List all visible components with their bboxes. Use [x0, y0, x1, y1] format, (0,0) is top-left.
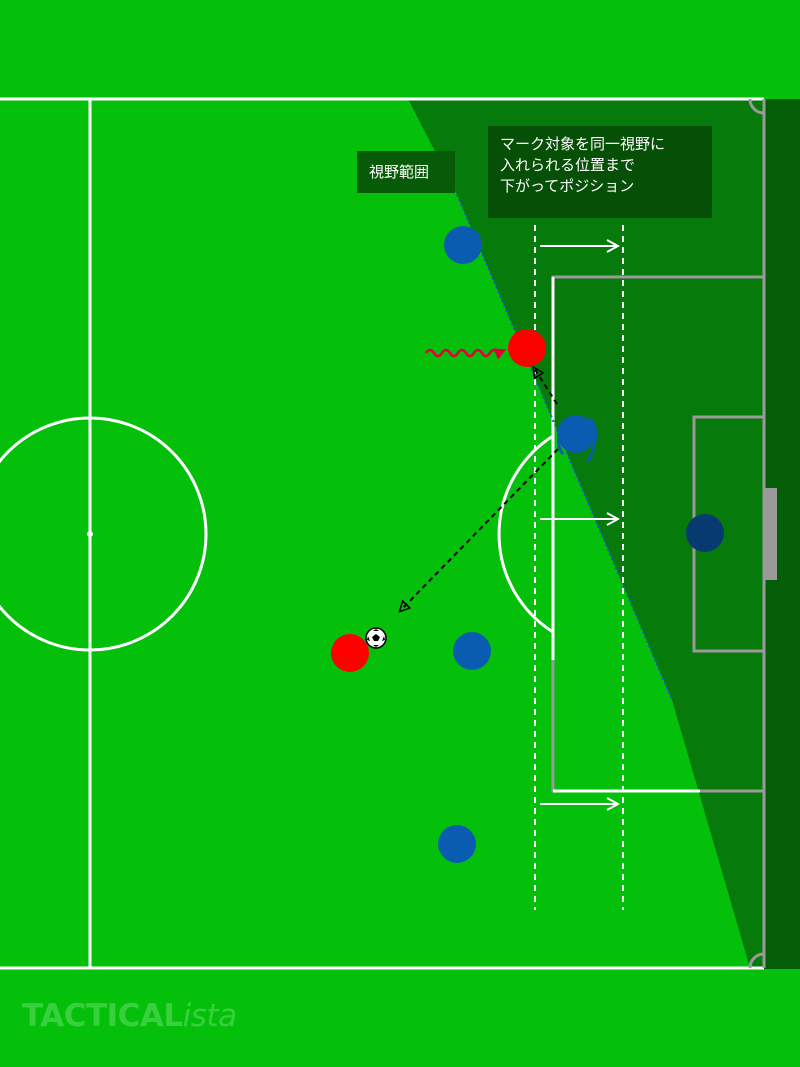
vision-shaded-zone — [408, 99, 800, 968]
defender-pressure-arrow — [534, 368, 558, 405]
position-note-label: マーク対象を同一視野に 入れられる位置まで 下がってポジション — [488, 126, 712, 218]
pass-option-arrow — [400, 448, 559, 611]
penalty-arc — [497, 434, 554, 634]
vision-range-text: 視野範囲 — [369, 163, 430, 181]
defender-scan-arc-right — [586, 417, 597, 463]
attacker-runner — [508, 329, 546, 367]
corner-arc-bottom — [748, 952, 765, 969]
penalty-area-white-part — [551, 277, 700, 793]
watermark-suffix: ista — [182, 998, 237, 1034]
defender-top — [444, 226, 482, 264]
vision-range-label: 視野範囲 — [357, 151, 455, 193]
goal — [763, 488, 777, 580]
defender-center — [453, 632, 491, 670]
vision-edge-line — [454, 189, 673, 701]
center-spot — [87, 531, 93, 537]
position-note-line-2: 入れられる位置まで — [500, 156, 636, 174]
goalkeeper — [686, 514, 724, 552]
position-note-line-1: マーク対象を同一視野に — [500, 135, 666, 153]
defender-marking — [557, 415, 595, 453]
watermark-brand: TACTICAL — [22, 998, 183, 1034]
center-circle — [0, 416, 208, 652]
corner-arc-top — [748, 98, 765, 115]
tacticalista-watermark: TACTICALista — [22, 998, 237, 1034]
position-note-line-3: 下がってポジション — [500, 177, 635, 195]
runner-wavy-arrow — [424, 348, 506, 360]
attacker-ball-carrier — [331, 634, 369, 672]
soccer-ball-icon — [365, 627, 387, 649]
defender-bottom — [438, 825, 476, 863]
